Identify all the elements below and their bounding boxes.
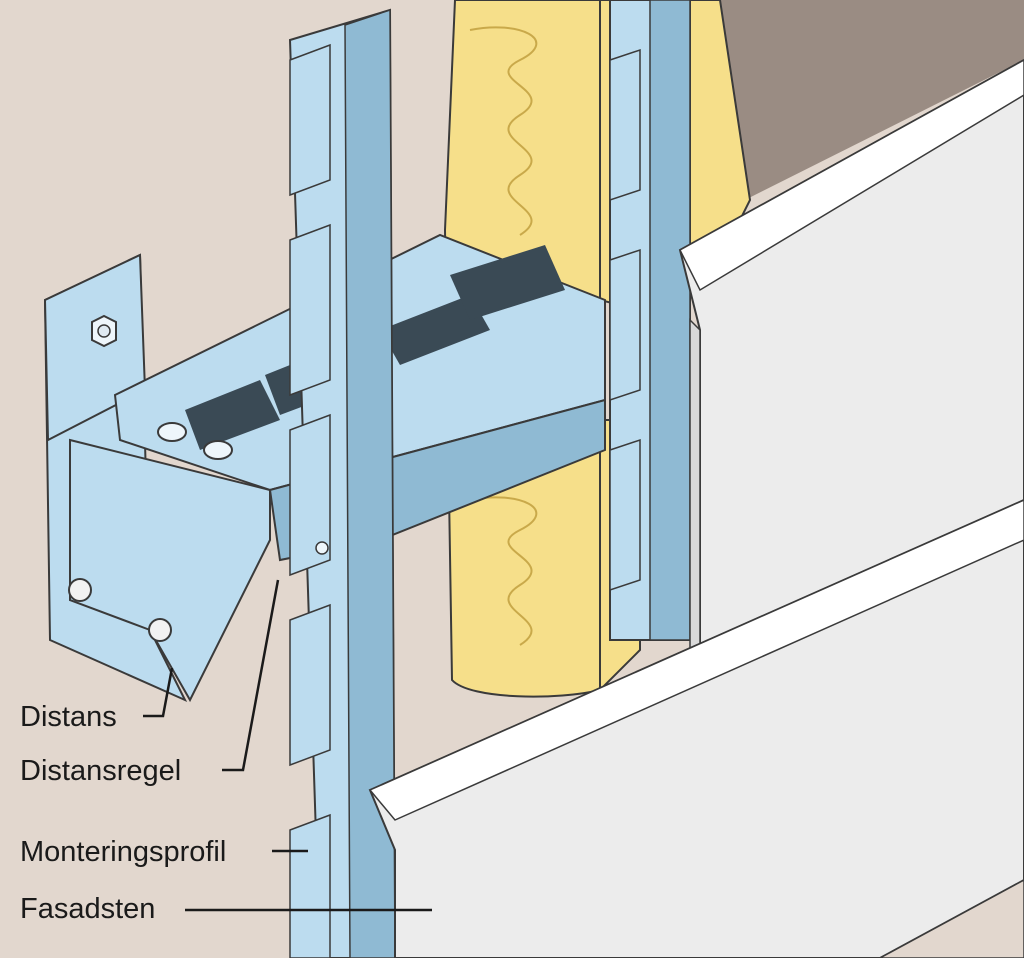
label-distansregel: Distansregel (20, 755, 182, 787)
monteringsprofil-right (609, 0, 691, 641)
label-monteringsprofil: Monteringsprofil (20, 836, 227, 868)
wall-cavity-shadow (715, 0, 1024, 215)
leader-distansregel (222, 579, 280, 772)
distans-bracket (43, 253, 271, 703)
leader-distans (143, 667, 174, 718)
label-fasadsten: Fasadsten (20, 893, 156, 925)
fasadsten-panels (368, 58, 1024, 958)
bolt (157, 422, 233, 460)
monteringsprofil-left (288, 8, 397, 958)
label-distans: Distans (20, 701, 117, 733)
leader-lines (143, 579, 432, 912)
